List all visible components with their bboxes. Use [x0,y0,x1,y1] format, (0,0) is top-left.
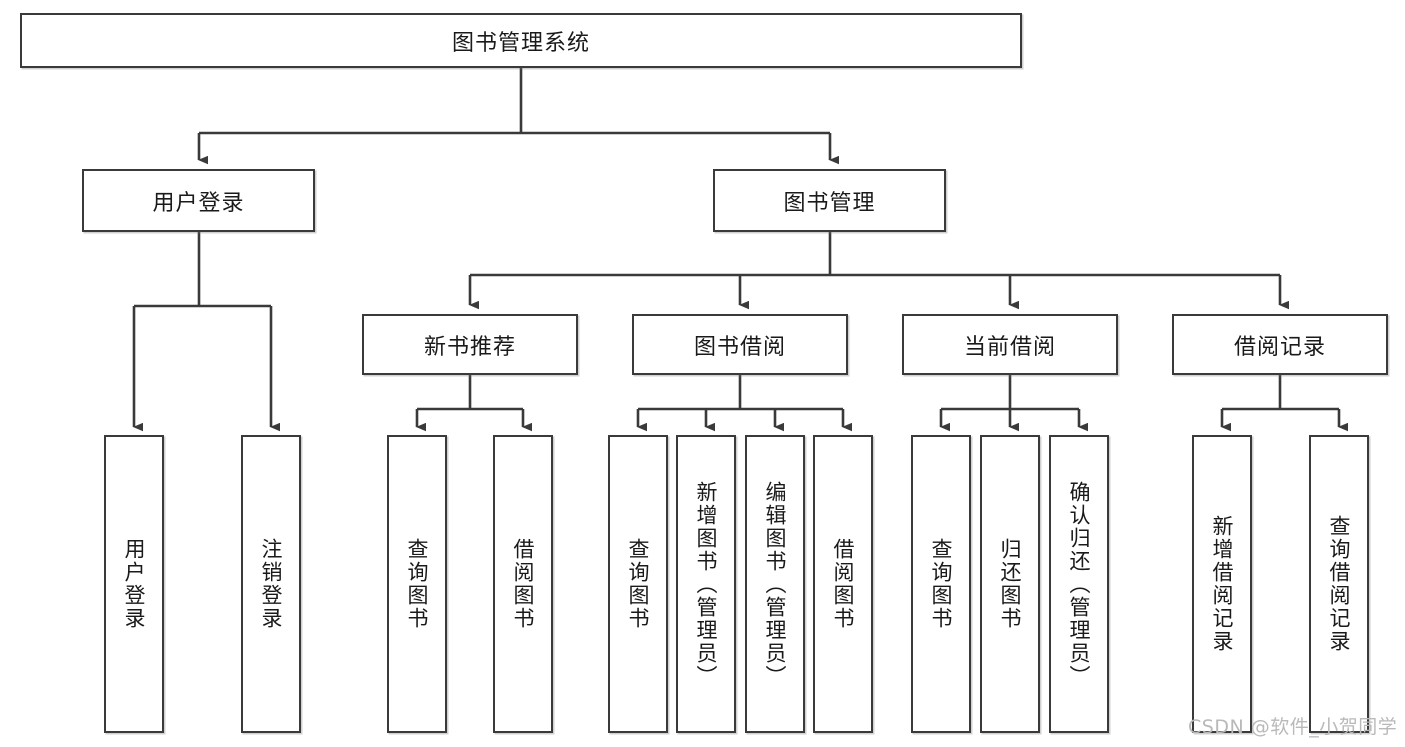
leaf-borrow-book[interactable]: 借阅图书 [813,435,873,733]
node-label: 归还图书 [998,538,1023,630]
node-label: 新增借阅记录 [1210,515,1235,653]
node-label: 查询图书 [626,538,651,630]
node-book-management[interactable]: 图书管理 [713,169,946,232]
leaf-user-login[interactable]: 用户登录 [104,435,164,733]
node-label: 用户登录 [152,190,245,216]
node-user-login[interactable]: 用户登录 [82,169,315,232]
node-label: 图书管理系统 [451,30,590,56]
node-label: 借阅图书 [511,538,536,630]
leaf-query-book-recommend[interactable]: 查询图书 [387,435,447,733]
node-new-book-recommend[interactable]: 新书推荐 [362,314,578,375]
node-label: 当前借阅 [963,334,1056,360]
node-label: 借阅记录 [1233,334,1326,360]
node-label: 用户登录 [122,538,147,630]
node-label: 查询图书 [929,538,954,630]
leaf-borrow-book-recommend[interactable]: 借阅图书 [493,435,553,733]
node-label: 借阅图书 [831,538,856,630]
leaf-add-book-admin[interactable]: 新增图书（管理员） [676,435,736,733]
node-label: 图书管理 [783,190,876,216]
leaf-query-book-current[interactable]: 查询图书 [911,435,971,733]
watermark-text: CSDN @软件_小贺同学 [1188,716,1398,738]
node-label: 注销登录 [259,538,284,630]
leaf-query-book-borrow[interactable]: 查询图书 [608,435,668,733]
node-label: 查询图书 [405,538,430,630]
node-current-borrow[interactable]: 当前借阅 [902,314,1118,375]
node-borrow-record[interactable]: 借阅记录 [1172,314,1388,375]
node-label: 新书推荐 [423,334,516,360]
leaf-add-borrow-record[interactable]: 新增借阅记录 [1192,435,1252,733]
leaf-edit-book-admin[interactable]: 编辑图书（管理员） [745,435,805,733]
leaf-logout[interactable]: 注销登录 [241,435,301,733]
node-label: 图书借阅 [693,334,786,360]
node-label: 新增图书（管理员） [694,480,719,688]
node-label: 编辑图书（管理员） [763,480,788,688]
node-label: 确认归还（管理员） [1067,480,1092,688]
node-label: 查询借阅记录 [1327,515,1352,653]
leaf-return-book[interactable]: 归还图书 [980,435,1040,733]
node-root-system[interactable]: 图书管理系统 [20,13,1022,68]
leaf-query-borrow-record[interactable]: 查询借阅记录 [1309,435,1369,733]
node-book-borrow[interactable]: 图书借阅 [632,314,848,375]
leaf-confirm-return-admin[interactable]: 确认归还（管理员） [1049,435,1109,733]
